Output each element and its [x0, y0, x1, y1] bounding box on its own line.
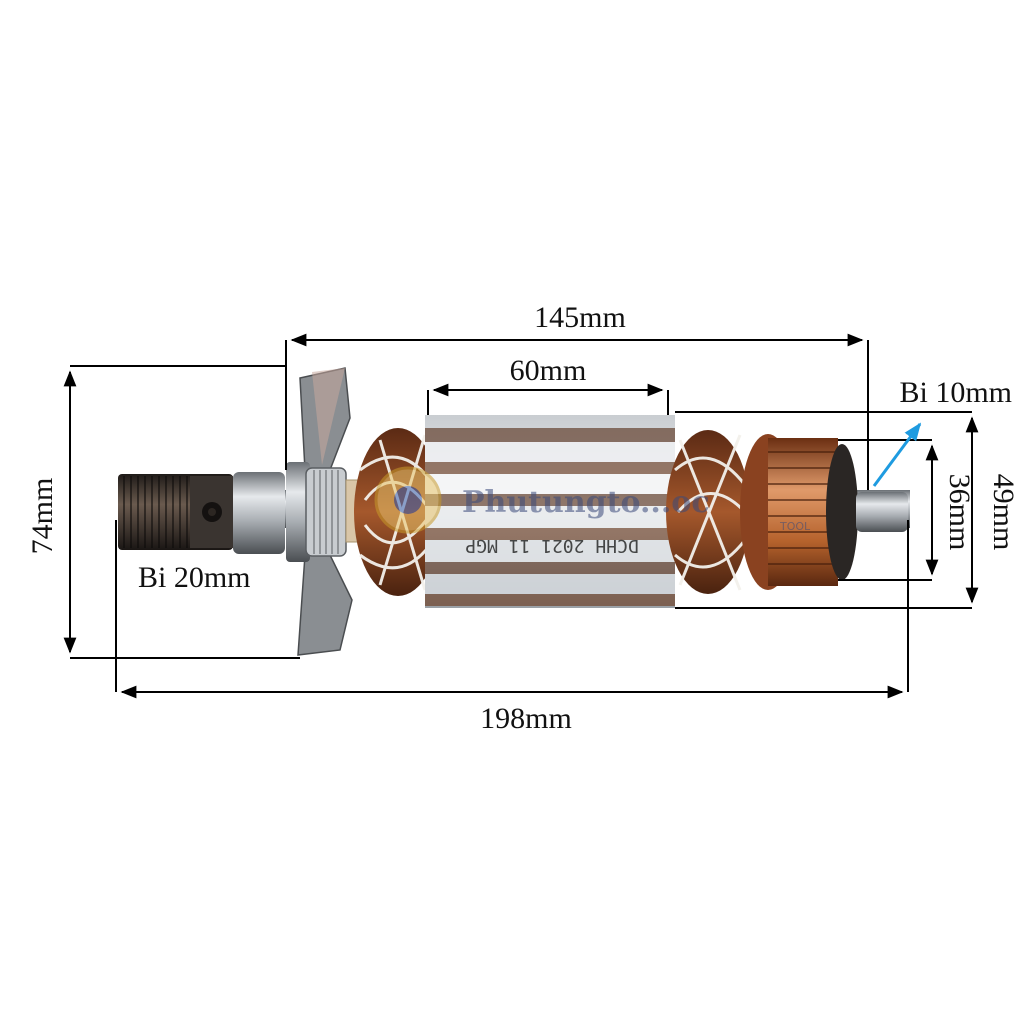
pointer-arrow: [872, 422, 922, 487]
core-stamp: DCHH 2021 11 MGP: [465, 535, 639, 556]
dimension-labels: 145mm 60mm 198mm 74mm 49mm 36mm Bi 20mm …: [26, 301, 1020, 735]
label-bi-20mm: Bi 20mm: [138, 561, 251, 594]
label-bi-10mm: Bi 10mm: [899, 376, 1012, 409]
label-198mm: 198mm: [480, 702, 572, 735]
watermark-sub: TOOL: [779, 520, 811, 533]
label-145mm: 145mm: [534, 301, 626, 334]
label-49mm: 49mm: [987, 474, 1020, 551]
laminated-core: DCHH 2021 11 MGP: [425, 415, 675, 608]
commutator: [740, 434, 858, 590]
label-36mm: 36mm: [943, 474, 976, 551]
label-74mm: 74mm: [26, 478, 59, 555]
armature: DCHH 2021 11 MGP: [118, 367, 910, 656]
winding-front: [666, 430, 750, 594]
label-60mm: 60mm: [510, 354, 587, 387]
watermark: Phutungto...oc TOOL: [374, 466, 811, 534]
fan: [286, 367, 353, 656]
small-shaft-end: [856, 492, 908, 532]
watermark-text: Phutungto...oc: [462, 485, 710, 520]
threaded-spindle: [118, 472, 285, 554]
